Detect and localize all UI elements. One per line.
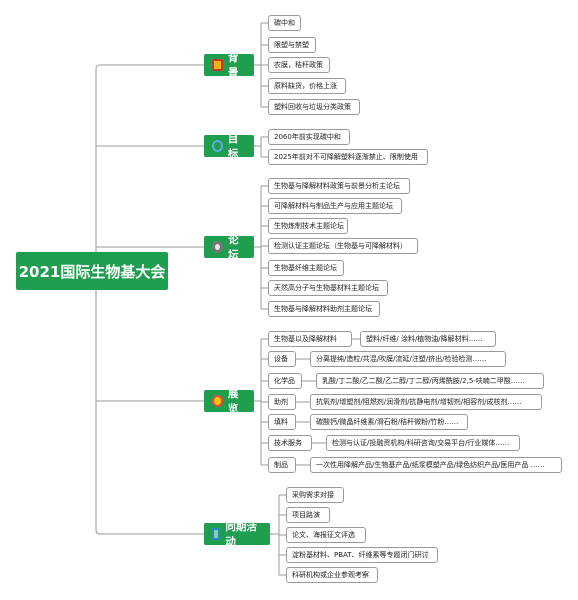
leaf-item: 限塑与禁塑	[268, 37, 316, 53]
leaf-item: 天然高分子与生物基材料主题论坛	[268, 280, 388, 296]
leaf-item: 2025年前对不可降解塑料逐渐禁止、限制使用	[268, 149, 428, 165]
connector	[95, 64, 204, 252]
exhibit-category: 化学品	[268, 373, 302, 389]
leaf-item: 生物炼制技术主题论坛	[268, 218, 348, 234]
exhibit-category: 助剂	[268, 394, 296, 410]
topic-forum: 论坛	[204, 234, 254, 261]
exhibit-category: 生物基以及降解材料	[268, 331, 352, 347]
leaf-item: 科研机构或企业参观考察	[286, 567, 378, 583]
clipboard-icon	[212, 59, 223, 71]
topic-background: 背景	[204, 52, 254, 79]
connector	[95, 290, 204, 535]
leaf-item: 可降解材料与制品生产与应用主题论坛	[268, 198, 402, 214]
exhibit-detail: 抗氧剂/增塑剂/阻燃剂/润滑剂/抗静电剂/增韧剂/相容剂/成核剂……	[310, 394, 542, 410]
leaf-item: 论文、海报征文评选	[286, 527, 366, 543]
leaf-item: 农膜，秸秆政策	[268, 57, 330, 73]
exhibit-detail: 检测与认证/投融资机构/科研咨询/交易平台/行业媒体……	[326, 435, 520, 451]
exhibit-detail: 一次性用降解产品/生物基产品/纸浆模塑产品/绿色纺织产品/医用产品 ……	[310, 457, 562, 473]
leaf-item: 采购需求对接	[286, 487, 344, 503]
leaf-item: 生物基与降解材料助剂主题论坛	[268, 301, 380, 317]
exhibit-detail: 碳酸钙/微晶纤维素/滑石粉/秸秆微粉/竹粉……	[310, 414, 468, 430]
leaf-item: 2060年前实现碳中和	[268, 129, 350, 145]
topic-label: 论坛	[228, 234, 239, 261]
leaf-item: 生物基纤维主题论坛	[268, 260, 344, 276]
exhibit-category: 填料	[268, 414, 296, 430]
topic-concurrent-events: 同期活动	[204, 521, 270, 548]
exhibit-category: 制品	[268, 457, 296, 473]
leaf-item: 淀粉基材料、PBAT、纤维素等专题闭门研讨	[286, 547, 438, 563]
phone-icon	[212, 528, 221, 540]
topic-label: 背景	[227, 52, 239, 79]
exhibit-category: 技术服务	[268, 435, 312, 451]
topic-label: 同期活动	[225, 521, 257, 548]
leaf-item: 塑料回收与垃圾分类政策	[268, 99, 360, 115]
leaf-item: 原料缺货，价格上涨	[268, 78, 346, 94]
exhibition-icon	[212, 395, 223, 407]
leaf-item: 生物基与降解材料政策与前景分析主论坛	[268, 178, 410, 194]
leaf-item: 检测认证主题论坛（生物基与可降解材料）	[268, 238, 418, 254]
microphone-icon	[212, 241, 224, 253]
exhibit-category: 设备	[268, 351, 296, 367]
leaf-item: 碳中和	[268, 15, 301, 31]
topic-label: 展览	[227, 388, 239, 415]
topic-goal: 目标	[204, 133, 254, 160]
root-node: 2021国际生物基大会	[16, 252, 168, 290]
leaf-item: 项目路演	[286, 507, 330, 523]
exhibit-detail: 分离提纯/造粒/共混/吹膜/流延/注塑/挤出/检验检测……	[310, 351, 506, 367]
exhibit-detail: 塑料/纤维/ 涂料/植物油/降解材料……	[360, 331, 496, 347]
topic-label: 目标	[227, 133, 239, 160]
target-icon	[212, 140, 223, 152]
topic-exhibition: 展览	[204, 388, 254, 415]
exhibit-detail: 乳酸/丁二酸/乙二酸/乙二醇/丁二醇/丙烯酰胺/2,5-呋喃二甲酸……	[316, 373, 544, 389]
